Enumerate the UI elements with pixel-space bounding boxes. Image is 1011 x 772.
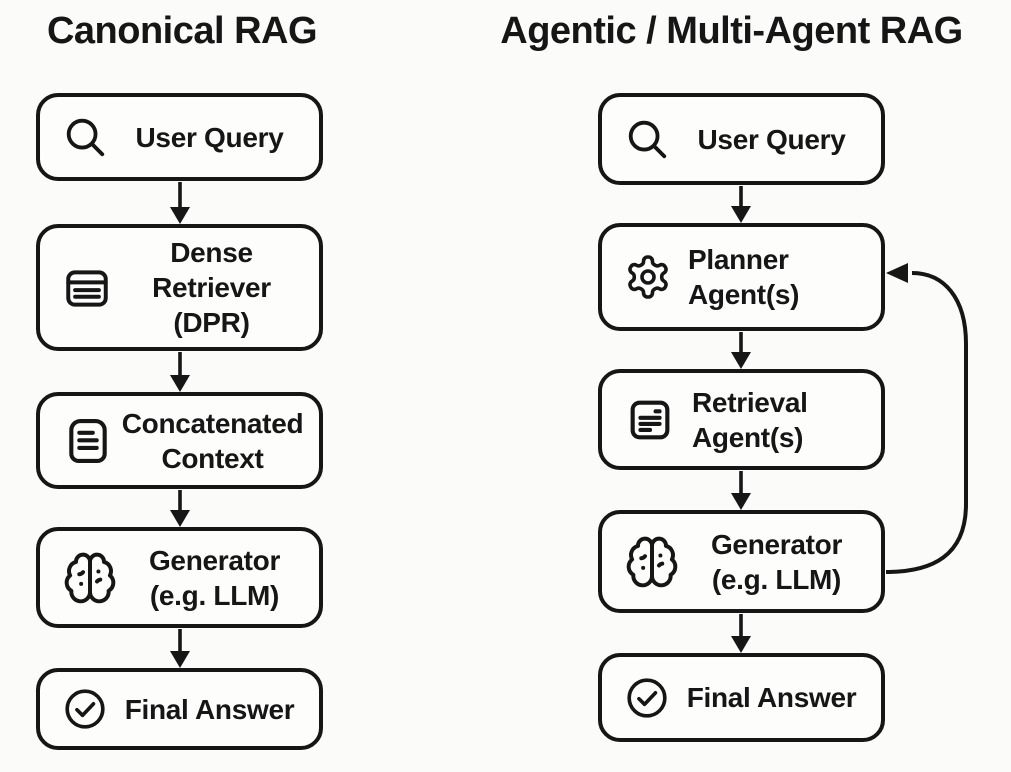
canonical-final-answer-node: Final Answer xyxy=(36,668,323,750)
node-label: Planner Agent(s) xyxy=(688,244,800,310)
arrow-agentic-2 xyxy=(731,332,751,369)
check-circle-icon xyxy=(62,686,108,732)
brain-icon xyxy=(624,534,680,590)
arrow-canonical-3 xyxy=(170,490,190,527)
feedback-loop-arrow xyxy=(885,263,968,574)
arrow-agentic-3 xyxy=(731,471,751,510)
file-text-icon xyxy=(62,415,114,467)
gear-icon xyxy=(624,253,672,301)
node-label: Generator (e.g. LLM) xyxy=(148,544,281,611)
search-icon xyxy=(624,116,670,162)
brain-icon xyxy=(62,550,118,606)
node-label: User Query xyxy=(135,121,284,153)
arrow-canonical-2 xyxy=(170,352,190,392)
agentic-user-query-node: User Query xyxy=(598,93,885,185)
canonical-dense-retriever-node: Dense Retriever (DPR) xyxy=(36,224,323,351)
node-label: Retrieval Agent(s) xyxy=(692,386,808,453)
arrow-canonical-4 xyxy=(170,629,190,668)
arrow-canonical-1 xyxy=(170,182,190,224)
canonical-concatenated-context-node: Concatenated Context xyxy=(36,392,323,489)
canonical-generator-node: Generator (e.g. LLM) xyxy=(36,527,323,628)
search-icon xyxy=(62,114,108,160)
canonical-user-query-node: User Query xyxy=(36,93,323,181)
node-label: Final Answer xyxy=(686,682,857,713)
arrow-agentic-1 xyxy=(731,186,751,223)
card-lines-icon xyxy=(62,263,112,313)
note-lines-icon xyxy=(624,394,676,446)
agentic-planner-agent-node: Planner Agent(s) xyxy=(598,223,885,331)
agentic-final-answer-node: Final Answer xyxy=(598,653,885,742)
arrow-agentic-4 xyxy=(731,614,751,653)
node-label: User Query xyxy=(697,123,846,155)
node-label: Final Answer xyxy=(124,693,295,725)
canonical-rag-title: Canonical RAG xyxy=(46,10,318,52)
node-label: Generator (e.g. LLM) xyxy=(710,528,843,595)
agentic-generator-node: Generator (e.g. LLM) xyxy=(598,510,885,613)
agentic-rag-title: Agentic / Multi-Agent RAG xyxy=(500,10,963,52)
node-label: Concatenated Context xyxy=(121,407,304,474)
agentic-retrieval-agent-node: Retrieval Agent(s) xyxy=(598,369,885,470)
check-circle-icon xyxy=(624,675,670,721)
node-label: Dense Retriever (DPR) xyxy=(152,237,271,338)
